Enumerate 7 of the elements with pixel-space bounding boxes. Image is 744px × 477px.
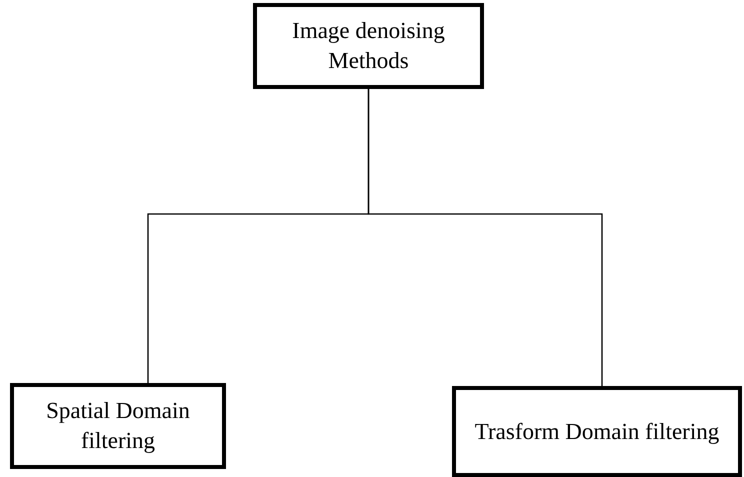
process-box [253, 3, 484, 89]
process-box [452, 386, 742, 477]
box-label: Trasform Domain filtering [474, 418, 720, 446]
process-box [10, 383, 226, 469]
box-label: Spatial Domain filtering [45, 397, 191, 455]
box-label: Image denoising Methods [291, 17, 446, 75]
connector-line [368, 89, 603, 386]
